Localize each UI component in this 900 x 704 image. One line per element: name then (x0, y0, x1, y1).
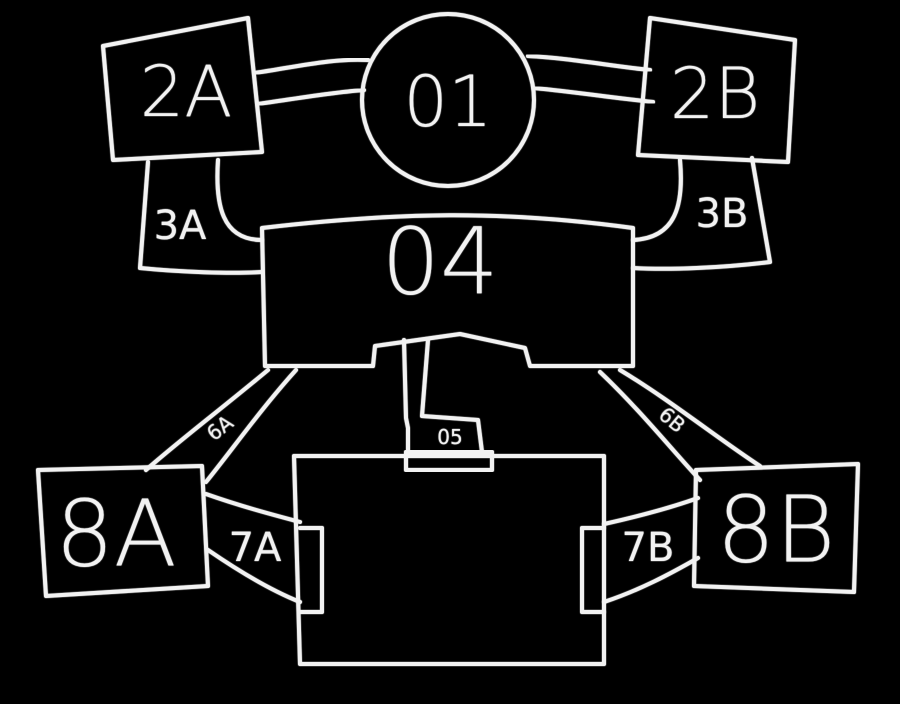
link-6b-outer (618, 368, 762, 468)
link-7a-bottom (206, 548, 302, 604)
node-04-label: 04 (381, 209, 498, 316)
node-2b-label: 2B (670, 53, 760, 135)
link-6a-inner (204, 368, 298, 484)
node-01-circle (360, 12, 536, 188)
link-7b-label: 7B (622, 525, 675, 571)
main-box (292, 454, 606, 666)
link-6a-outer (144, 368, 270, 472)
node-05-box (404, 450, 494, 472)
node-8b-box (692, 462, 860, 594)
link-3a-outer (138, 160, 264, 275)
node-8a-label: 8A (55, 481, 176, 588)
node-8b-label: 8B (717, 477, 836, 584)
link-7b-bottom (602, 556, 700, 604)
node-05-stem (402, 338, 484, 454)
link-2a-01-top (253, 57, 370, 75)
node-05-label: 05 (437, 425, 462, 449)
link-7a-label: 7A (229, 525, 282, 571)
link-7b-top (602, 496, 700, 526)
node-01-label: 01 (403, 61, 492, 143)
link-3a-inner (215, 158, 264, 242)
node-04-box (260, 213, 635, 368)
node-2b-box (636, 16, 797, 164)
link-6b-inner (598, 370, 702, 482)
link-3b-label: 3B (696, 191, 749, 237)
node-2a-label: 2A (140, 51, 232, 133)
link-01-2b-top (526, 54, 652, 72)
link-3a-label: 3A (154, 203, 207, 249)
link-01-2b-bottom (532, 86, 655, 104)
main-box-port-right (580, 526, 606, 614)
link-7a-top (204, 492, 302, 524)
link-6a-label: 6A (202, 410, 238, 445)
link-3b-inner (631, 158, 683, 242)
main-box-port-left (298, 526, 324, 614)
link-2a-01-bottom (256, 88, 366, 106)
node-2a-box (101, 16, 264, 162)
link-3b-outer (631, 156, 772, 271)
